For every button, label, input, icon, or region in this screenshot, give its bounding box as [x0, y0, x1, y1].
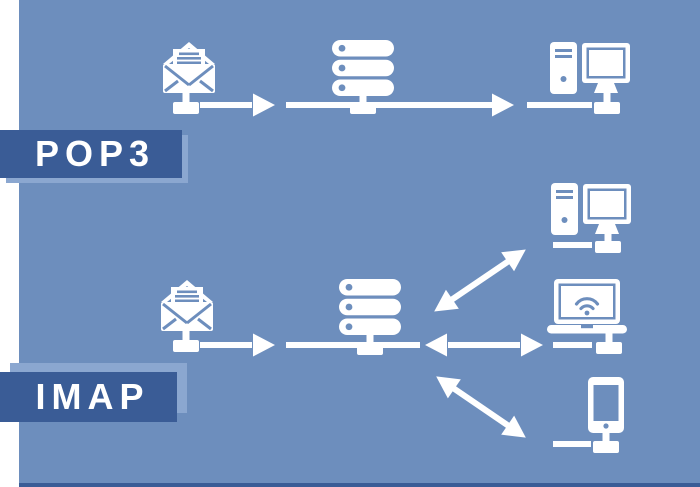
network-connector-icon	[596, 333, 622, 354]
laptop-wifi-icon	[545, 277, 629, 336]
envelope-open-icon	[161, 40, 217, 95]
network-connector-icon	[593, 432, 619, 453]
network-connector-icon	[350, 93, 376, 114]
pop3-label: POP3	[0, 130, 182, 178]
bottom-border-bar	[19, 483, 700, 487]
server-stack-icon	[339, 279, 401, 335]
network-connector-icon	[173, 331, 199, 352]
arrow-head-left	[425, 333, 447, 357]
imap-label: IMAP	[0, 372, 177, 422]
network-connector-icon	[357, 334, 383, 355]
desktop-computer-icon	[551, 183, 631, 235]
arrow-head-down-right	[501, 415, 533, 448]
smartphone-icon	[588, 377, 624, 433]
arrow-head-right	[492, 93, 514, 117]
imap-two-way-arrow-desktop	[450, 259, 510, 302]
arrow-head-right	[253, 333, 275, 357]
network-connector-icon	[595, 232, 621, 253]
imap-two-way-arrow-phone	[452, 386, 510, 428]
imap-label-text: IMAP	[35, 376, 150, 417]
envelope-open-icon	[159, 278, 215, 333]
desktop-computer-icon	[550, 42, 630, 94]
network-connector-icon	[173, 93, 199, 114]
arrow-head-right	[253, 93, 275, 117]
pop3-label-text: POP3	[34, 133, 156, 174]
server-stack-icon	[332, 40, 394, 96]
network-connector-icon	[594, 93, 620, 114]
arrow-head-right	[521, 333, 543, 357]
